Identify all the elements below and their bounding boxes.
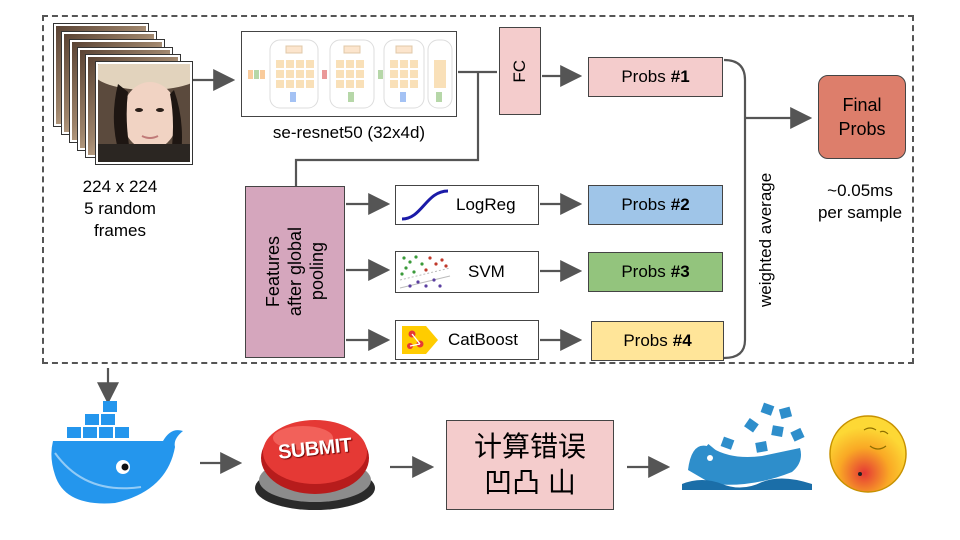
probs-label: Probs	[621, 195, 666, 214]
probs-label: Probs	[621, 67, 666, 86]
probs-box-1: Probs#1	[588, 57, 723, 97]
classifier-name: LogReg	[456, 195, 516, 214]
computation-error-box: 计算错误 凹凸 山	[446, 420, 614, 510]
fc-layer-box: FC	[499, 27, 541, 115]
sinking-docker-icon	[682, 402, 812, 490]
final-probs-label: Final	[842, 95, 882, 115]
sigmoid-curve-icon	[401, 189, 449, 221]
classifier-logreg: LogReg	[395, 185, 539, 225]
input-caption-size: 224 x 224	[82, 177, 158, 196]
probs-id: #4	[672, 331, 692, 350]
probs-id: #2	[670, 195, 690, 214]
timing-unit: per sample	[817, 203, 903, 222]
features-label: Features after global pooling	[262, 227, 328, 316]
timing-caption: ~0.05ms per sample	[800, 180, 920, 224]
catboost-logo-icon	[402, 326, 438, 354]
error-message: 计算错误	[473, 431, 586, 462]
probs-box-4: Probs#4	[591, 321, 724, 361]
classifier-name: CatBoost	[448, 330, 518, 349]
probs-id: #1	[670, 67, 690, 86]
fc-label: FC	[510, 59, 529, 83]
input-caption-random: 5 random	[84, 199, 156, 218]
bracket-weighted-average	[723, 58, 747, 360]
submit-button-icon	[255, 420, 375, 510]
weighted-average-label: weighted average	[756, 172, 775, 308]
final-probs-label: Probs	[838, 119, 886, 139]
face-frame-image	[96, 62, 192, 164]
classifier-catboost: CatBoost	[395, 320, 539, 360]
face-photo-icon	[98, 64, 190, 162]
features-label-line: Features	[263, 236, 283, 308]
timing-value: ~0.05ms	[827, 181, 893, 200]
probs-id: #3	[670, 262, 690, 281]
wire-backbone-to-features	[294, 72, 480, 186]
submit-button[interactable]: SUBMIT	[247, 408, 383, 518]
features-label-line: after global	[285, 227, 305, 317]
sad-face-icon	[829, 415, 907, 493]
classifier-name: SVM	[468, 262, 505, 281]
features-box: Features after global pooling	[245, 186, 345, 358]
classifier-svm: SVM	[395, 251, 539, 293]
probs-label: Probs	[623, 331, 668, 350]
model-ensemble-frame	[42, 15, 914, 364]
probs-label: Probs	[621, 262, 666, 281]
error-glyphs: 凹凸 山	[484, 467, 576, 498]
probs-box-2: Probs#2	[588, 185, 723, 225]
final-probs-box: Final Probs	[818, 75, 906, 159]
probs-box-3: Probs#3	[588, 252, 723, 292]
svm-scatter-icon	[399, 255, 451, 289]
input-caption-frames: frames	[94, 221, 146, 240]
backbone-caption: se-resnet50 (32x4d)	[272, 123, 426, 142]
backbone-diagram	[241, 31, 457, 117]
input-caption: 224 x 224 5 random frames	[50, 176, 190, 242]
docker-whale-icon	[51, 401, 184, 504]
network-architecture-icon	[248, 39, 453, 109]
features-label-line: pooling	[307, 242, 327, 302]
